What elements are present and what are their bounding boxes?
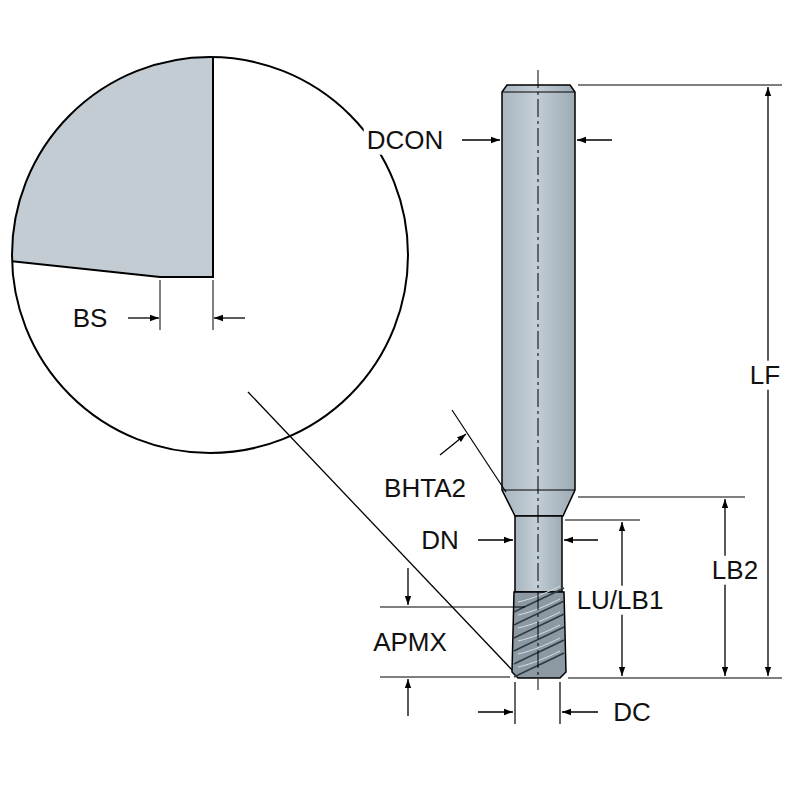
- flute-highlight: [518, 625, 560, 641]
- dimension-label: APMX: [370, 628, 450, 657]
- flute-highlight: [518, 651, 560, 667]
- flute-highlight: [518, 612, 560, 628]
- dimension-label: LU/LB1: [574, 586, 667, 615]
- detail-circle: [0, 40, 514, 672]
- flute-highlight: [518, 586, 560, 602]
- flute-line: [514, 653, 564, 677]
- dimension-label: DC: [610, 698, 654, 727]
- flute-highlight: [518, 638, 560, 654]
- dimension-label: DCON: [364, 126, 447, 155]
- flute-lines: [514, 586, 564, 677]
- angle-label: BHTA2: [381, 474, 469, 503]
- dimension-label: LB2: [709, 556, 761, 585]
- end-mill: [502, 70, 575, 690]
- dimension-label: LF: [747, 361, 783, 390]
- dimension-label: DN: [418, 526, 462, 555]
- dimension-label: BS: [70, 304, 111, 333]
